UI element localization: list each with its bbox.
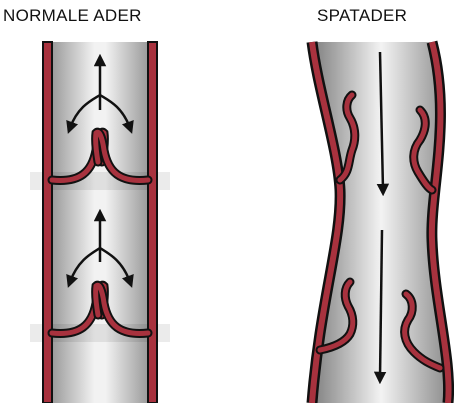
normal-vein <box>30 42 170 403</box>
varicose-vein <box>312 42 450 403</box>
normal-vein-left-wall <box>43 42 52 403</box>
normal-vein-right-wall <box>148 42 157 403</box>
